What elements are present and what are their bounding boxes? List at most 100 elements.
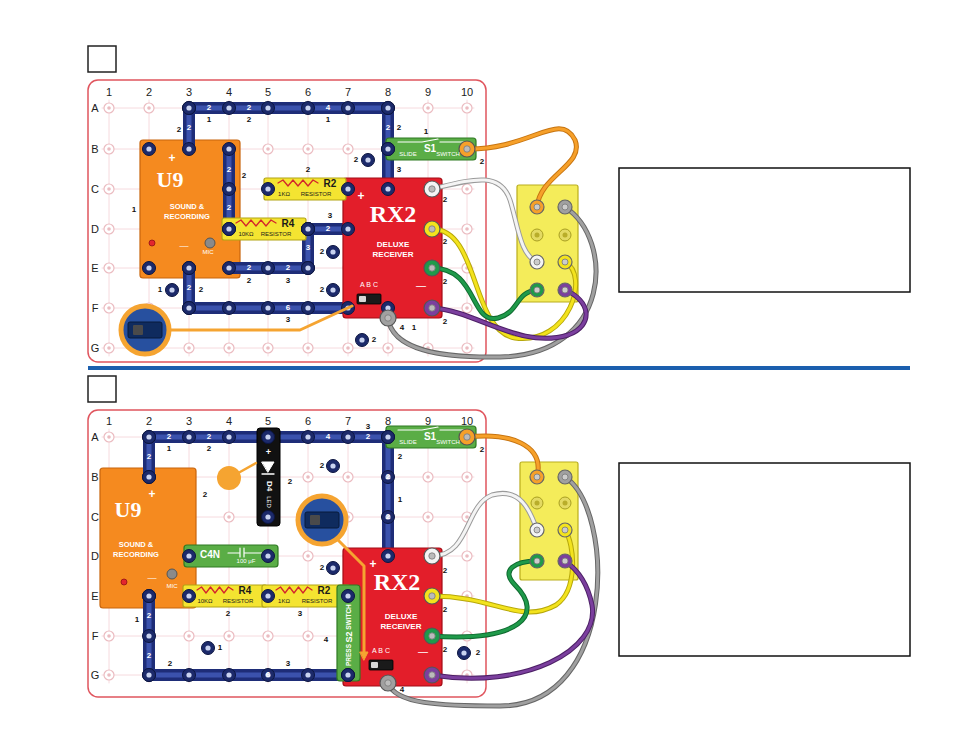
snap-hole (385, 146, 390, 151)
snap-hole (146, 434, 151, 439)
snap-wire-shine (386, 437, 391, 556)
grid-hole-center (266, 515, 270, 519)
snap-hole (330, 287, 335, 292)
snap-hole (385, 146, 390, 151)
grid-hole-center (187, 594, 191, 598)
grid-hole-center (266, 594, 270, 598)
callout-number: 4 (400, 686, 404, 694)
grid-hole-center (147, 475, 151, 479)
snap (183, 302, 196, 315)
jumper-wire (388, 207, 596, 357)
grid-hole (303, 551, 313, 561)
snap (302, 431, 315, 444)
part-label: C4N (200, 550, 220, 560)
grid-hole-center (306, 346, 310, 350)
grid-hole-center (187, 346, 191, 350)
part-label: DELUXE RECEIVER (376, 612, 426, 633)
resistor-body (183, 585, 267, 607)
grid-coordinate: F (92, 631, 99, 642)
resistor-symbol (278, 180, 318, 186)
callout-number: 2 (443, 318, 447, 326)
snap-hole (345, 672, 350, 677)
snap-wire-shine (229, 266, 308, 271)
snap (382, 143, 395, 156)
jack-hole (429, 265, 435, 271)
part-label: DELUXE RECEIVER (365, 240, 421, 261)
part-label: A B C (360, 281, 378, 288)
snap (143, 143, 156, 156)
snap-hole (385, 105, 390, 110)
snap-hole (186, 553, 191, 558)
grid-hole-center (386, 106, 390, 110)
block-jack (530, 470, 544, 484)
snap (302, 262, 315, 275)
leader-arrow (360, 652, 368, 660)
grid-hole-center (107, 147, 111, 151)
press-switch-body (337, 585, 360, 681)
block-jack-hole (534, 474, 540, 480)
sound-module: +U9SOUND & RECORDING—MIC (140, 140, 240, 278)
grid-hole-center (346, 673, 350, 677)
grid-hole-center (306, 634, 310, 638)
snap (143, 262, 156, 275)
callout-number: 2 (207, 104, 211, 112)
snap-hole (226, 105, 231, 110)
grid-hole (423, 103, 433, 113)
grid-hole-center (227, 673, 231, 677)
snap-wire (189, 102, 388, 114)
part-label: — (148, 574, 157, 583)
snap (183, 669, 196, 682)
grid-hole (144, 103, 154, 113)
block-hole (531, 497, 543, 509)
callout-number: 1 (167, 445, 171, 453)
snap-wire-shine (147, 596, 152, 675)
jack-hole (429, 186, 435, 192)
grid-coordinate: 3 (186, 87, 192, 98)
grid-hole-center (107, 187, 111, 191)
note-box (619, 463, 910, 656)
snap (183, 102, 196, 115)
snap-hole (305, 265, 310, 270)
grid-coordinate: F (92, 303, 99, 314)
grid-hole-center (266, 266, 270, 270)
grid-hole-center (386, 187, 390, 191)
jack (424, 588, 440, 604)
part-label: A B C (372, 647, 390, 654)
grid-hole (303, 631, 313, 641)
snap-wire-shine (386, 108, 391, 189)
callout-number: 2 (398, 453, 402, 461)
callout-number: 2 (476, 649, 480, 657)
callout-number: 2 (306, 166, 310, 174)
grid-hole-center (107, 306, 111, 310)
part-label: + (168, 152, 175, 164)
grid-hole-center (346, 475, 350, 479)
grid-hole (224, 631, 234, 641)
callout-number: 2 (247, 116, 251, 124)
snap-hole (146, 474, 151, 479)
grid-coordinate: 6 (305, 87, 311, 98)
grid-hole (224, 512, 234, 522)
grid-hole (462, 103, 472, 113)
jack (459, 429, 475, 445)
jumper-wire (432, 229, 576, 338)
grid-hole-center (306, 106, 310, 110)
callout-number: 3 (286, 277, 290, 285)
callout-number: 2 (226, 610, 230, 618)
snap-wire-shine (189, 106, 388, 111)
block-jack (530, 554, 544, 568)
part-label: + (148, 488, 155, 500)
grid-coordinate: 7 (345, 416, 351, 427)
callout-number: 4 (326, 433, 330, 441)
part-label: S1 (424, 144, 436, 154)
grid-coordinate: B (91, 144, 98, 155)
block-jack-hole (534, 558, 540, 564)
snap (262, 590, 275, 603)
jumper-wire-edge (467, 129, 576, 207)
slide-knob (371, 662, 378, 668)
part-label: S2 (344, 631, 353, 642)
snap (327, 284, 340, 297)
grid-hole-center (227, 147, 231, 151)
grid-coordinate: E (91, 263, 98, 274)
callout-number: 1 (132, 206, 136, 214)
